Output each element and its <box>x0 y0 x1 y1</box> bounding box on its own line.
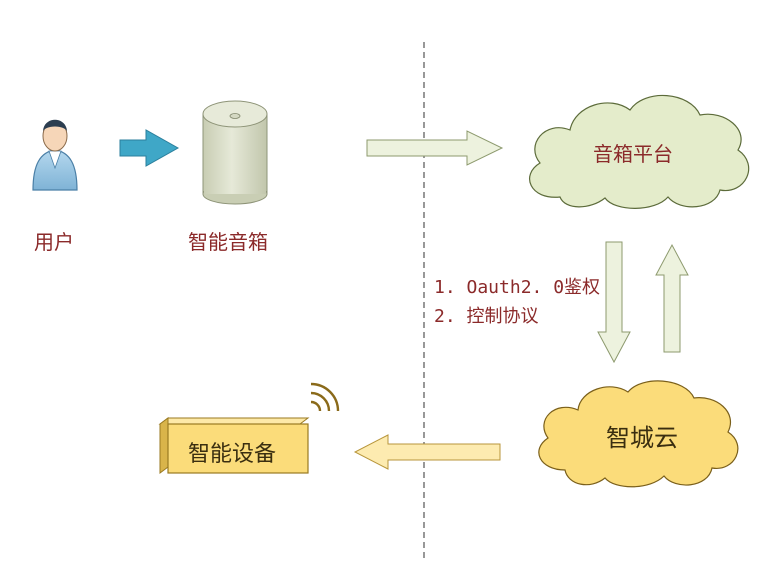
smart-city-cloud <box>538 380 739 488</box>
smart-city-cloud-label: 智城云 <box>606 424 678 452</box>
smart-device-label: 智能设备 <box>188 442 277 467</box>
cloud-to-device-arrow <box>353 434 501 470</box>
smart-device-box <box>158 417 310 474</box>
speaker-platform-cloud <box>529 95 750 209</box>
smart-speaker-icon <box>202 100 268 205</box>
user-label: 用户 <box>34 230 74 254</box>
user-icon <box>32 119 78 191</box>
wireless-signal-icon <box>310 382 340 412</box>
cloud-to-platform-arrow <box>655 243 689 353</box>
platform-to-cloud-arrow <box>597 241 631 364</box>
control-protocol-step-label: 2. 控制协议 <box>434 306 539 327</box>
speaker-platform-label: 音箱平台 <box>593 142 673 166</box>
oauth-step-label: 1. Oauth2. 0鉴权 <box>434 277 601 298</box>
speaker-to-platform-arrow <box>366 130 504 166</box>
blue-arrow <box>119 129 180 167</box>
smart-speaker-label: 智能音箱 <box>188 230 268 254</box>
